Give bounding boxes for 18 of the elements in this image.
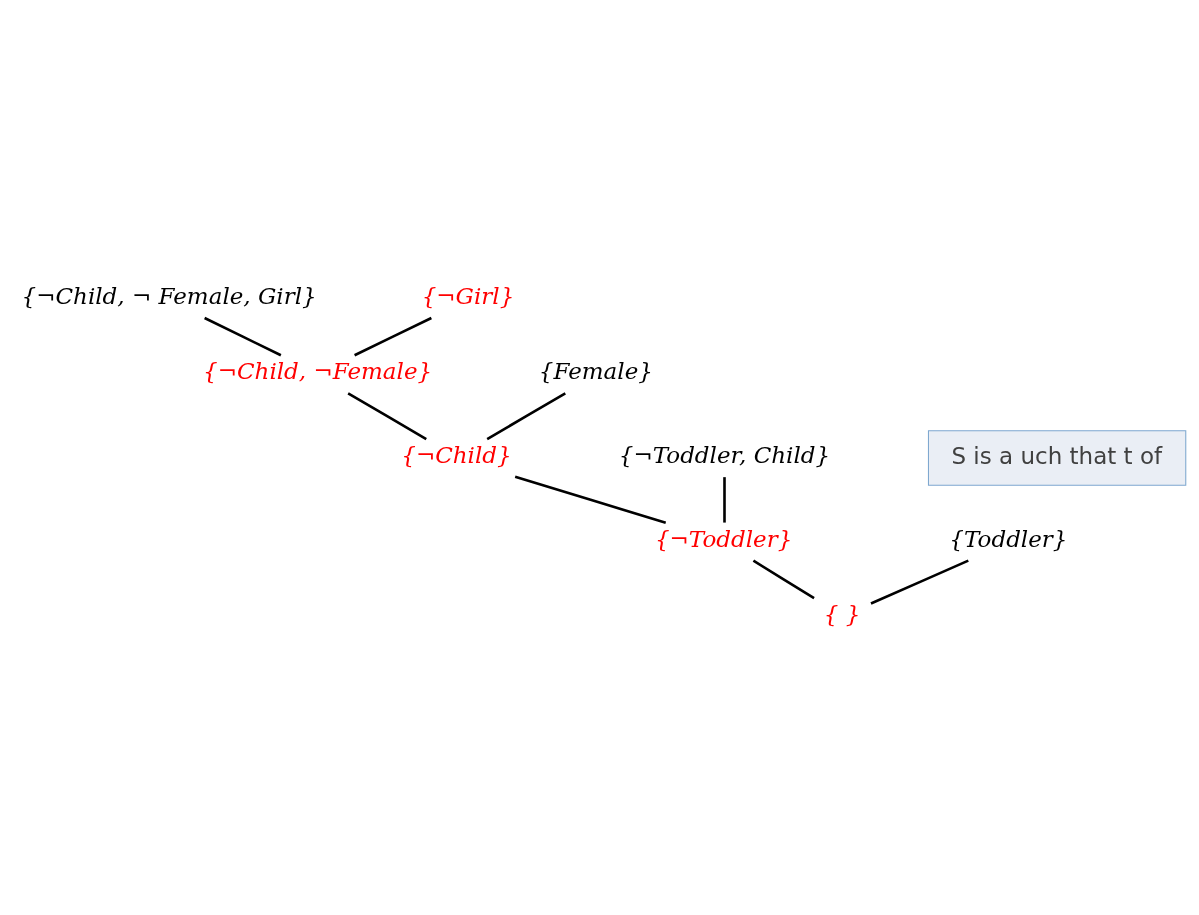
node-text: {¬Girl}	[421, 282, 515, 309]
node-box: S is a uch that t of	[927, 429, 1187, 486]
connector	[514, 475, 667, 524]
node-text: {¬Child, ¬ Female, Girl}	[21, 282, 317, 309]
node-text: {¬Child, ¬Female}	[203, 357, 433, 384]
connector	[486, 391, 566, 440]
node-text: {Female}	[538, 357, 653, 384]
node-text: {¬Child}	[401, 441, 512, 468]
node-text: { }	[823, 600, 861, 627]
connector	[723, 476, 726, 523]
connector	[347, 391, 427, 440]
connector	[752, 559, 815, 599]
connector	[354, 316, 432, 356]
node-text: {¬Toddler}	[654, 524, 793, 551]
connector	[870, 558, 969, 605]
connector	[204, 316, 282, 356]
node-text: {Toddler}	[949, 524, 1068, 551]
node-text: {¬Toddler, Child}	[618, 441, 831, 468]
